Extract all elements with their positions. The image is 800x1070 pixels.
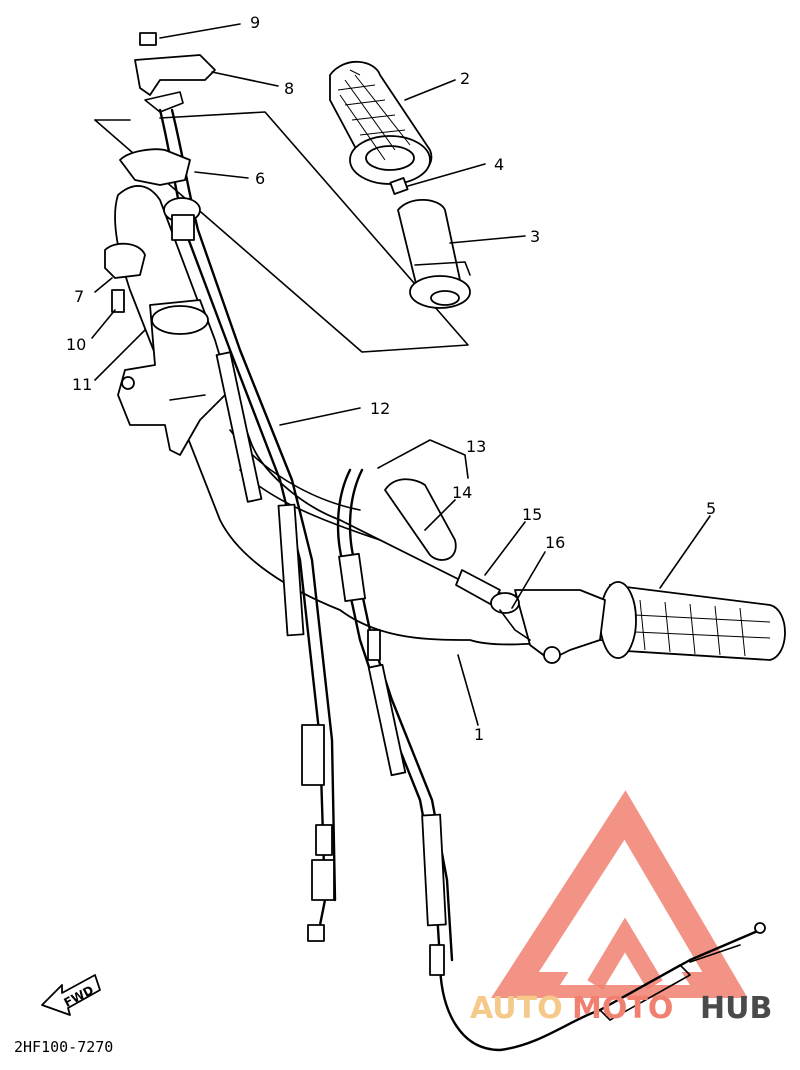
grip-2	[329, 60, 433, 185]
label-3: 3	[530, 227, 540, 246]
label-12: 12	[370, 399, 390, 418]
lever-perch	[514, 589, 606, 664]
label-15: 15	[522, 505, 542, 524]
watermark-auto: AUTO	[470, 991, 563, 1026]
label-7: 7	[74, 287, 84, 306]
label-4: 4	[494, 155, 504, 174]
label-16: 16	[545, 533, 565, 552]
watermark-logo	[491, 790, 748, 998]
drawing-code: 2HF100-7270	[14, 1038, 113, 1056]
leader-lines	[91, 23, 711, 726]
watermark-hub: HUB	[700, 991, 772, 1026]
watermark-text: AUTO MOTO HUB	[470, 991, 772, 1026]
throttle-cable	[144, 91, 337, 942]
upper-clamp-parts	[104, 32, 216, 313]
part-labels: 9 8 2 4 3 6 7 10 11 12 13 14 15 16 5 1	[66, 13, 716, 744]
label-2: 2	[460, 69, 470, 88]
label-1: 1	[474, 725, 484, 744]
lower-cable	[336, 468, 766, 1052]
label-9: 9	[250, 13, 260, 32]
label-11: 11	[72, 375, 92, 394]
throttle-housing	[117, 299, 231, 456]
label-14: 14	[452, 483, 472, 502]
group-bracket	[94, 111, 469, 353]
label-13: 13	[466, 437, 486, 456]
label-8: 8	[284, 79, 294, 98]
grip-5	[599, 581, 786, 661]
watermark-moto: MOTO	[572, 991, 673, 1026]
label-10: 10	[66, 335, 86, 354]
screw-4	[389, 177, 409, 195]
label-5: 5	[706, 499, 716, 518]
forward-arrow: FWD	[41, 974, 101, 1016]
label-6: 6	[255, 169, 265, 188]
throttle-tube-3	[397, 198, 471, 309]
